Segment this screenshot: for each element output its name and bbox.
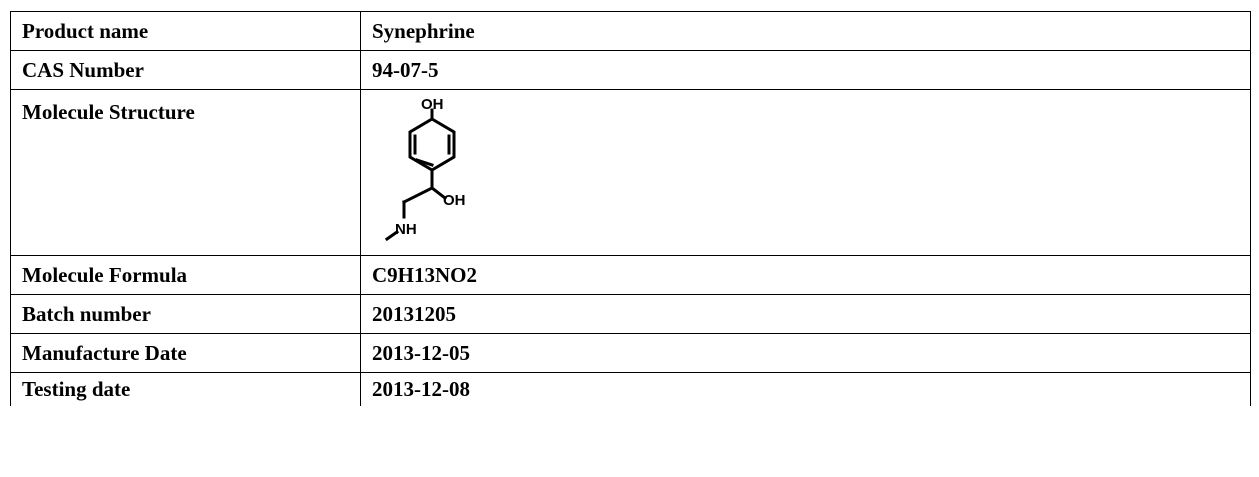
label-manufacture-date: Manufacture Date <box>10 333 361 373</box>
atom-amine: NH <box>395 221 417 238</box>
value-molecule-formula: C9H13NO2 <box>360 255 1251 295</box>
value-product-name: Synephrine <box>360 11 1251 51</box>
row-product-name: Product name Synephrine <box>10 11 1251 51</box>
value-testing-date: 2013-12-08 <box>360 372 1251 406</box>
atom-top-hydroxyl: OH <box>421 96 444 113</box>
label-product-name: Product name <box>10 11 361 51</box>
label-batch-number: Batch number <box>10 294 361 334</box>
atom-side-hydroxyl: OH <box>443 192 466 209</box>
product-spec-table: Product name Synephrine CAS Number 94-07… <box>10 11 1251 406</box>
label-cas-number: CAS Number <box>10 50 361 90</box>
label-testing-date: Testing date <box>10 372 361 406</box>
row-batch-number: Batch number 20131205 <box>10 294 1251 334</box>
row-manufacture-date: Manufacture Date 2013-12-05 <box>10 333 1251 373</box>
value-batch-number: 20131205 <box>360 294 1251 334</box>
value-cas-number: 94-07-5 <box>360 50 1251 90</box>
label-molecule-formula: Molecule Formula <box>10 255 361 295</box>
row-molecule-formula: Molecule Formula C9H13NO2 <box>10 255 1251 295</box>
row-cas-number: CAS Number 94-07-5 <box>10 50 1251 90</box>
label-molecule-structure: Molecule Structure <box>10 89 361 256</box>
molecule-structure-diagram: OH OH NH <box>384 96 466 242</box>
value-manufacture-date: 2013-12-05 <box>360 333 1251 373</box>
value-molecule-structure: OH OH NH <box>360 89 1251 256</box>
row-testing-date: Testing date 2013-12-08 <box>10 372 1251 406</box>
row-molecule-structure: Molecule Structure <box>10 89 1251 256</box>
